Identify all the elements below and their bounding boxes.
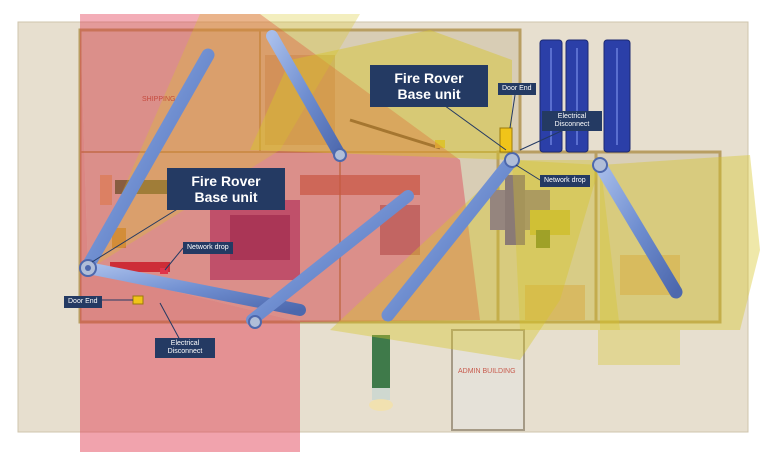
base-unit-label-right: Fire Rover Base unit	[370, 65, 488, 108]
shipping-floor-text: SHIPPING	[142, 96, 176, 103]
electrical-disconnect-label-right: Electrical Disconnect	[542, 111, 602, 132]
base-unit-label-left: Fire Rover Base unit	[167, 168, 285, 211]
base-unit-hub-right	[504, 152, 520, 168]
fire-rover-arms-left	[79, 30, 414, 329]
door-end-label-left: Door End	[64, 296, 102, 309]
network-drop-label-right: Network drop	[540, 175, 590, 188]
electrical-disconnect-label-left-line1: Electrical	[170, 340, 200, 347]
admin-building	[451, 329, 525, 431]
base-unit-label-right-line2: Base unit	[397, 86, 461, 103]
base-unit-label-left-line2: Base unit	[194, 189, 258, 206]
electrical-disconnect-label-left-line2: Disconnect	[167, 348, 203, 356]
electrical-disconnect-label-right-line2: Disconnect	[554, 121, 590, 129]
network-drop-marker-left	[160, 268, 168, 274]
base-unit-label-left-line1: Fire Rover	[191, 173, 261, 189]
door-end-marker-right	[499, 127, 513, 153]
containers	[539, 39, 631, 153]
network-drop-label-left: Network drop	[183, 242, 233, 255]
base-unit-label-right-line1: Fire Rover	[394, 70, 464, 86]
electrical-disconnect-label-left: Electrical Disconnect	[155, 338, 215, 359]
electrical-disconnect-label-right-line1: Electrical	[557, 113, 587, 120]
fire-rover-arms-right	[381, 152, 683, 322]
door-end-marker-left	[132, 295, 144, 305]
door-end-label-right: Door End	[498, 83, 536, 96]
admin-building-floor-text: ADMIN BUILDING	[458, 368, 516, 375]
machinery	[100, 55, 680, 320]
truck	[369, 335, 393, 411]
